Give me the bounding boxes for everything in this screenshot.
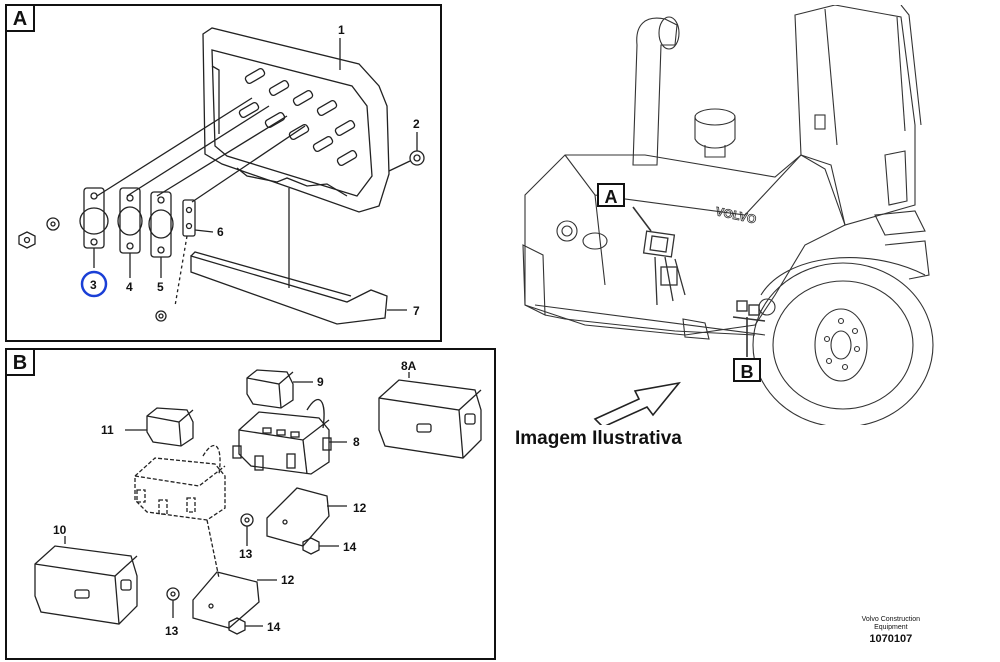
bracket-12-lower [192, 571, 277, 629]
hood [524, 154, 846, 336]
cover-10 [34, 536, 138, 625]
cab [794, 5, 922, 226]
footer-brand-line2: Equipment [874, 624, 908, 631]
part-number-10: 10 [53, 523, 67, 537]
front-wheel [752, 257, 934, 425]
part-number-14-lower: 14 [267, 620, 281, 634]
exhaust-pipe [632, 17, 678, 166]
fuse-part-4 [117, 187, 143, 278]
panel-b-label: B [7, 350, 35, 376]
part-number-8a: 8A [401, 359, 417, 373]
panel-b: B [5, 348, 496, 660]
direction-arrow [593, 381, 681, 425]
highlight-circle [80, 270, 108, 298]
callout-b: B [733, 358, 761, 382]
bolt-14-upper [302, 537, 320, 555]
part-number-9: 9 [317, 375, 324, 389]
fuse-part-3 [79, 187, 109, 268]
part-number-7: 7 [413, 304, 420, 318]
bracket-6 [174, 199, 214, 307]
part-number-12-upper: 12 [353, 501, 367, 515]
part-number-14-upper: 14 [343, 540, 357, 554]
part-number-3: 3 [90, 278, 97, 292]
panel-a-label: A [7, 6, 35, 32]
part-number-5: 5 [157, 280, 164, 294]
bracket-12-upper [266, 487, 347, 547]
housing-fuses [238, 67, 358, 167]
part-number-2: 2 [413, 117, 420, 131]
part-number-11: 11 [101, 423, 114, 437]
front-emblem [582, 232, 608, 250]
relay-9 [246, 369, 313, 409]
footer-brand-line1: Volvo Construction [861, 616, 920, 623]
part-number-6: 6 [217, 225, 224, 239]
panel-b-drawing: 8A 9 8 11 12 10 13 14 12 13 14 [34, 359, 482, 638]
bolt-14-lower [228, 617, 246, 635]
washer-13-lower [166, 587, 180, 601]
volvo-emblem-text: VOLVO [714, 204, 757, 226]
machine-illustration: VOLVO [522, 5, 934, 425]
small-nut [155, 310, 167, 322]
relay-11 [125, 407, 194, 447]
washer-left [46, 217, 60, 231]
callout-a: A [597, 183, 625, 207]
cover-8a [378, 372, 482, 459]
caption: Imagem Ilustrativa [515, 428, 682, 449]
washer-13-upper [240, 513, 254, 527]
nut-2 [409, 150, 425, 166]
part-number-1: 1 [338, 23, 345, 37]
part-number-12-lower: 12 [281, 573, 295, 587]
footer-code: 1070107 [869, 633, 913, 645]
relay-base-8 [232, 398, 347, 475]
part-number-13-upper: 13 [239, 547, 253, 561]
nut-left [18, 231, 36, 249]
part-number-13-lower: 13 [165, 624, 179, 638]
part-number-4: 4 [126, 280, 133, 294]
cover-strip-7 [190, 255, 388, 325]
panel-a-drawing: 1 2 3 4 5 6 7 [18, 23, 425, 325]
air-cleaner [694, 108, 736, 158]
fuse-part-5 [148, 191, 174, 278]
electrical-panel [642, 230, 686, 306]
fuse-box-housing [202, 27, 390, 213]
footer: Volvo Construction Equipment 1070107 [862, 616, 920, 646]
part-number-8: 8 [353, 435, 360, 449]
relay-base-front [134, 444, 226, 579]
panel-a: A [5, 4, 442, 342]
